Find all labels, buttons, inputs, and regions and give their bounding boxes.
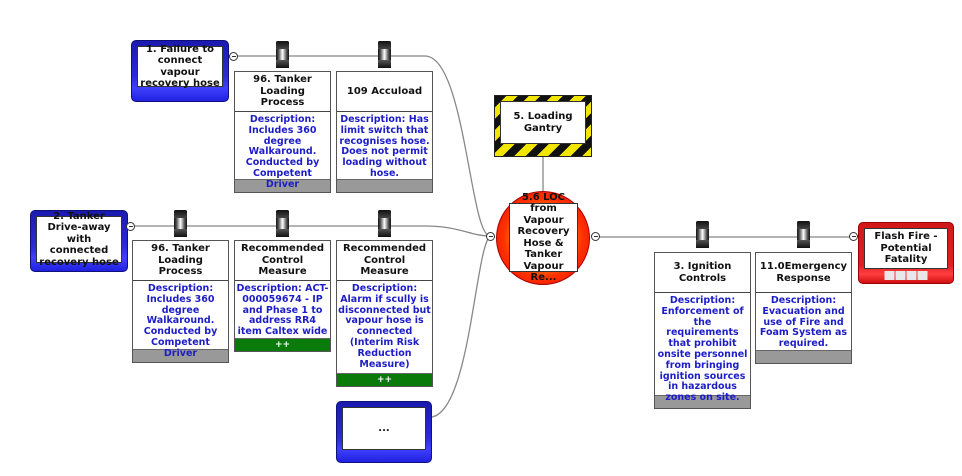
barrier-footer (756, 350, 851, 363)
barrier-footer (655, 395, 750, 408)
barrier-title: Recommended Control Measure (337, 241, 432, 281)
connector-threat-3 (431, 235, 491, 418)
barrier-title: 109 Accuload (337, 72, 432, 112)
barrier-card[interactable]: 11.0Emergency Response Description: Evac… (755, 252, 852, 364)
connector-threat-2 (135, 225, 491, 237)
barrier-card[interactable]: Recommended Control Measure Description:… (336, 240, 433, 387)
threat-node-1[interactable]: 1. Failure to connect vapour recovery ho… (131, 40, 229, 102)
barrier-footer (337, 179, 432, 192)
barrier-peg (174, 210, 187, 237)
barrier-title: 11.0Emergency Response (756, 253, 851, 293)
collapse-icon[interactable] (229, 52, 238, 61)
barrier-description: Description: Has limit switch that recog… (339, 114, 430, 179)
barrier-footer (235, 179, 330, 192)
barrier-description: Description: Includes 360 degree Walkaro… (245, 114, 320, 190)
barrier-card[interactable]: Recommended Control Measure Description:… (234, 240, 331, 352)
hazard-node[interactable]: 5. Loading Gantry (494, 95, 592, 157)
barrier-card[interactable]: 109 Accuload Description: Has limit swit… (336, 71, 433, 193)
collapse-icon[interactable] (849, 232, 858, 241)
barrier-title: Recommended Control Measure (235, 241, 330, 281)
top-event-node[interactable]: 5.6 LOC from Vapour Recovery Hose & Tank… (496, 191, 590, 285)
barrier-footer (133, 349, 228, 362)
barrier-description: Description: Enforcement of the requirem… (657, 295, 748, 404)
barrier-peg (696, 221, 709, 248)
recommended-footer: ++ (337, 373, 432, 386)
threat-node-2[interactable]: 2. Tanker Drive-away with connected reco… (30, 210, 128, 272)
barrier-title: 96. Tanker Loading Process (133, 241, 228, 281)
barrier-peg (378, 210, 391, 237)
collapse-icon[interactable] (126, 222, 135, 231)
consequence-label: Flash Fire - Potential Fatality (864, 228, 948, 269)
threat-label: ... (342, 407, 426, 450)
severity-indicator (884, 271, 928, 280)
threat-label: 1. Failure to connect vapour recovery ho… (137, 44, 223, 89)
consequence-node[interactable]: Flash Fire - Potential Fatality (858, 222, 954, 284)
recommended-footer: ++ (235, 338, 330, 351)
barrier-description: Description: Includes 360 degree Walkaro… (143, 283, 218, 359)
threat-label: 2. Tanker Drive-away with connected reco… (36, 211, 122, 268)
barrier-title: 3. Ignition Controls (655, 253, 750, 293)
barrier-peg (378, 41, 391, 68)
barrier-description: Description: ACT-000059674 - IP and Phas… (236, 283, 329, 338)
barrier-peg (797, 221, 810, 248)
barrier-description: Description: Evacuation and use of Fire … (759, 295, 848, 350)
barrier-peg (276, 210, 289, 237)
barrier-title: 96. Tanker Loading Process (235, 72, 330, 112)
hazard-label: 5. Loading Gantry (500, 101, 586, 144)
collapse-icon[interactable] (591, 232, 600, 241)
top-event-label: 5.6 LOC from Vapour Recovery Hose & Tank… (509, 192, 578, 283)
barrier-card[interactable]: 96. Tanker Loading Process Description: … (132, 240, 229, 363)
collapse-icon[interactable] (486, 232, 495, 241)
barrier-description: Description: Alarm if scully is disconne… (338, 283, 431, 370)
connector-threat-1 (236, 55, 491, 237)
barrier-peg (276, 41, 289, 68)
barrier-card[interactable]: 3. Ignition Controls Description: Enforc… (654, 252, 751, 409)
barrier-card[interactable]: 96. Tanker Loading Process Description: … (234, 71, 331, 193)
threat-node-3[interactable]: ... (336, 401, 432, 463)
